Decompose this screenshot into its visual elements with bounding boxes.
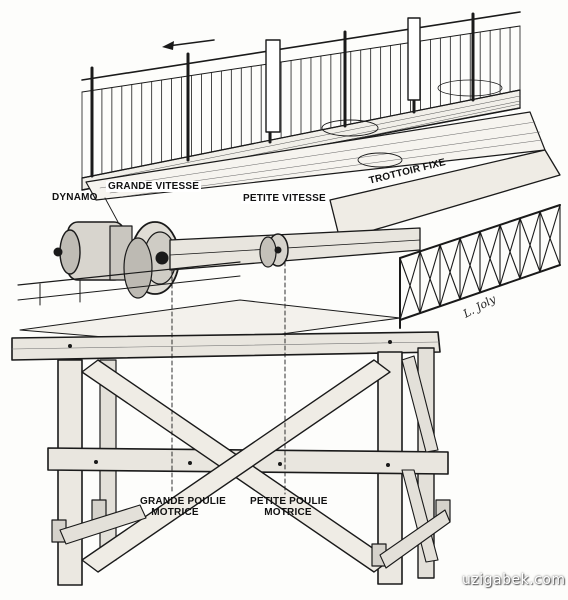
label-petite-poulie: PETITE POULIE MOTRICE <box>250 496 328 518</box>
label-grande-poulie-line2: MOTRICE <box>151 507 199 518</box>
leader-lines <box>104 197 286 495</box>
label-grande-poulie-line1: GRANDE POULIE <box>140 496 226 507</box>
truss-diagonal <box>479 224 501 294</box>
truss-diagonal <box>519 211 541 280</box>
truss-diagonal <box>539 204 561 273</box>
drive-shaft <box>169 227 421 271</box>
label-petite-poulie-line1: PETITE POULIE <box>250 496 328 507</box>
label-grande-vitesse: GRANDE VITESSE <box>106 181 202 192</box>
truss-diagonal <box>419 244 441 314</box>
label-grande-poulie: GRANDE POULIE MOTRICE <box>140 496 226 518</box>
dynamo-machine <box>53 221 133 281</box>
label-dynamo: DYNAMO <box>52 192 98 203</box>
petite-poulie <box>259 233 289 268</box>
label-petite-poulie-line2: MOTRICE <box>264 507 312 518</box>
upper-railing <box>81 11 521 179</box>
girder-truss <box>329 149 561 329</box>
truss-diagonal <box>399 250 421 321</box>
wooden-scaffold <box>11 331 451 586</box>
truss-diagonal <box>439 237 461 307</box>
watermark: uzigabek.com <box>462 572 566 588</box>
truss-diagonal <box>459 230 481 300</box>
label-petite-vitesse: PETITE VITESSE <box>241 193 328 204</box>
truss-diagonal <box>499 217 521 287</box>
arrow-left-icon <box>162 39 215 50</box>
